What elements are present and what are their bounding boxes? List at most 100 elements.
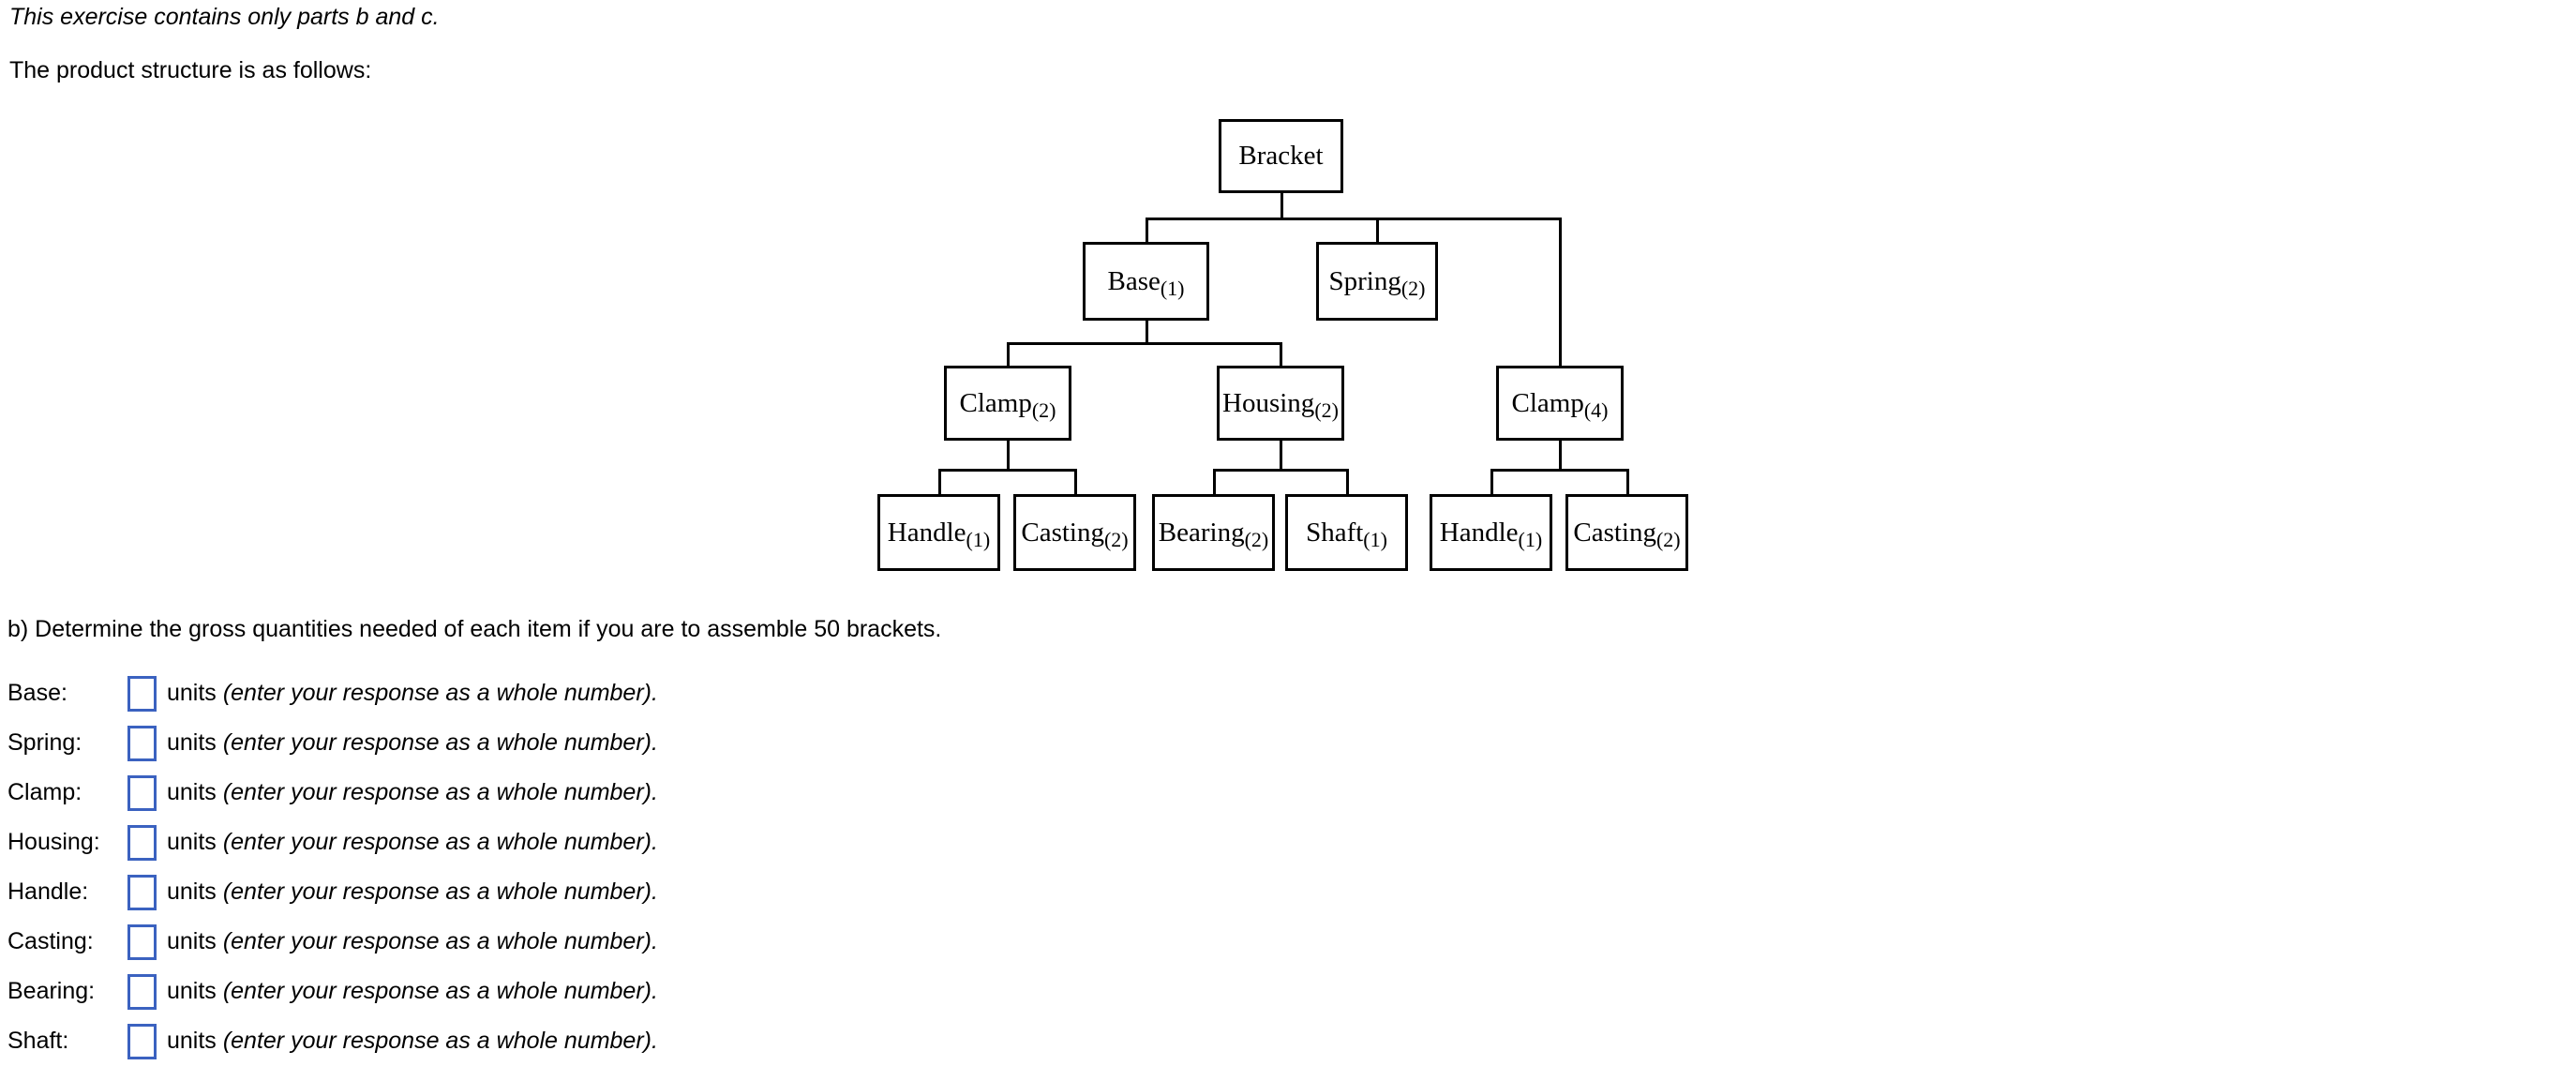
- answer-item-label: Bearing:: [7, 978, 96, 1004]
- base-children-bus: [1007, 342, 1282, 345]
- units-label: units: [167, 680, 217, 706]
- tree-node-base: Base(1): [1083, 242, 1209, 321]
- bracket-children-drop-2: [1559, 218, 1562, 368]
- answer-item-label: Base:: [7, 680, 67, 706]
- units-label: units: [167, 829, 217, 855]
- answer-row: Handle: units(enter your response as a wh…: [7, 867, 658, 917]
- bracket-children-stem: [1281, 193, 1283, 220]
- answer-item-label: Shaft:: [7, 1028, 69, 1054]
- tree-node-label: Clamp: [959, 387, 1032, 418]
- tree-node-quantity: (1): [1160, 277, 1185, 300]
- tree-node-quantity: (2): [1103, 528, 1129, 551]
- answer-input-casting[interactable]: [127, 923, 157, 960]
- tree-node-quantity: (2): [1400, 277, 1426, 300]
- answer-row: Clamp: units(enter your response as a who…: [7, 768, 658, 818]
- tree-node-casting-a: Casting(2): [1013, 494, 1136, 571]
- tree-node-quantity: (1): [966, 528, 991, 551]
- bracket-children-drop-0: [1146, 218, 1148, 245]
- housing-children-stem: [1280, 441, 1282, 472]
- response-format-hint: (enter your response as a whole number).: [222, 779, 658, 805]
- question-b-text: b) Determine the gross quantities needed…: [7, 616, 942, 642]
- answer-item-label: Handle:: [7, 878, 89, 905]
- tree-node-quantity: (2): [1031, 398, 1056, 422]
- clamp-b-children-drop-1: [1626, 469, 1629, 497]
- tree-node-housing: Housing(2): [1217, 366, 1344, 441]
- housing-children-drop-0: [1213, 469, 1216, 497]
- tree-node-clamp-a: Clamp(2): [944, 366, 1071, 441]
- units-label: units: [167, 1028, 217, 1054]
- clamp-a-children-stem: [1007, 441, 1010, 472]
- units-label: units: [167, 928, 217, 954]
- answer-row: Base: units(enter your response as a whol…: [7, 668, 658, 718]
- answer-item-label: Casting:: [7, 928, 94, 954]
- answer-row: Housing: units(enter your response as a w…: [7, 818, 658, 867]
- tree-node-label: Bracket: [1238, 141, 1324, 171]
- answer-row: Spring: units(enter your response as a wh…: [7, 718, 658, 768]
- tree-node-bracket: Bracket: [1219, 119, 1343, 193]
- base-children-drop-1: [1280, 342, 1282, 368]
- units-label: units: [167, 779, 217, 805]
- tree-node-label: Housing: [1222, 387, 1315, 418]
- bracket-children-bus: [1146, 218, 1562, 220]
- answer-input-handle[interactable]: [127, 874, 157, 910]
- response-format-hint: (enter your response as a whole number).: [222, 680, 658, 706]
- response-format-hint: (enter your response as a whole number).: [222, 829, 658, 855]
- housing-children-bus: [1213, 469, 1349, 472]
- response-format-hint: (enter your response as a whole number).: [222, 1028, 658, 1054]
- tree-node-label: Handle: [1439, 517, 1519, 548]
- clamp-b-children-drop-0: [1490, 469, 1493, 497]
- response-format-hint: (enter your response as a whole number).: [222, 978, 658, 1004]
- clamp-a-children-drop-0: [938, 469, 941, 497]
- answer-input-housing[interactable]: [127, 824, 157, 861]
- units-label: units: [167, 729, 217, 756]
- product-structure-lead-in: The product structure is as follows:: [9, 57, 372, 83]
- tree-node-label: Shaft: [1306, 517, 1364, 548]
- response-format-hint: (enter your response as a whole number).: [222, 729, 658, 756]
- tree-node-bearing: Bearing(2): [1152, 494, 1275, 571]
- answer-input-bearing[interactable]: [127, 973, 157, 1010]
- answer-item-label: Spring:: [7, 729, 82, 756]
- answer-row: Casting: units(enter your response as a w…: [7, 917, 658, 967]
- base-children-drop-0: [1007, 342, 1010, 368]
- tree-node-quantity: (2): [1244, 528, 1269, 551]
- answer-input-shaft[interactable]: [127, 1023, 157, 1059]
- clamp-b-children-bus: [1490, 469, 1629, 472]
- tree-node-quantity: (2): [1314, 398, 1339, 422]
- tree-node-label: Clamp: [1511, 387, 1584, 418]
- answer-input-clamp[interactable]: [127, 774, 157, 811]
- answer-row: Bearing: units(enter your response as a w…: [7, 967, 658, 1016]
- exercise-note: This exercise contains only parts b and …: [9, 4, 440, 30]
- tree-node-label: Casting: [1021, 517, 1104, 548]
- tree-node-label: Bearing: [1158, 517, 1245, 548]
- tree-node-shaft: Shaft(1): [1285, 494, 1408, 571]
- answer-input-spring[interactable]: [127, 725, 157, 761]
- tree-node-label: Spring: [1328, 265, 1401, 296]
- tree-node-casting-b: Casting(2): [1565, 494, 1688, 571]
- tree-node-quantity: (1): [1363, 528, 1387, 551]
- tree-node-clamp-b: Clamp(4): [1496, 366, 1624, 441]
- units-label: units: [167, 878, 217, 905]
- answer-rows-list: Base:units(enter your response as a whol…: [7, 668, 658, 1066]
- units-label: units: [167, 978, 217, 1004]
- answer-input-base[interactable]: [127, 675, 157, 712]
- tree-node-quantity: (2): [1655, 528, 1681, 551]
- tree-node-label: Handle: [887, 517, 966, 548]
- tree-node-quantity: (1): [1518, 528, 1543, 551]
- clamp-a-children-drop-1: [1074, 469, 1077, 497]
- tree-node-handle-a: Handle(1): [877, 494, 1000, 571]
- answer-item-label: Housing:: [7, 829, 100, 855]
- tree-node-label: Base: [1107, 265, 1161, 296]
- response-format-hint: (enter your response as a whole number).: [222, 928, 658, 954]
- response-format-hint: (enter your response as a whole number).: [222, 878, 658, 905]
- tree-node-spring: Spring(2): [1316, 242, 1438, 321]
- bracket-children-drop-1: [1376, 218, 1379, 245]
- tree-node-label: Casting: [1573, 517, 1656, 548]
- tree-node-quantity: (4): [1583, 398, 1609, 422]
- answer-row: Shaft: units(enter your response as a who…: [7, 1016, 658, 1066]
- base-children-stem: [1146, 321, 1148, 345]
- clamp-b-children-stem: [1559, 441, 1562, 472]
- housing-children-drop-1: [1346, 469, 1349, 497]
- tree-node-handle-b: Handle(1): [1430, 494, 1552, 571]
- answer-item-label: Clamp:: [7, 779, 82, 805]
